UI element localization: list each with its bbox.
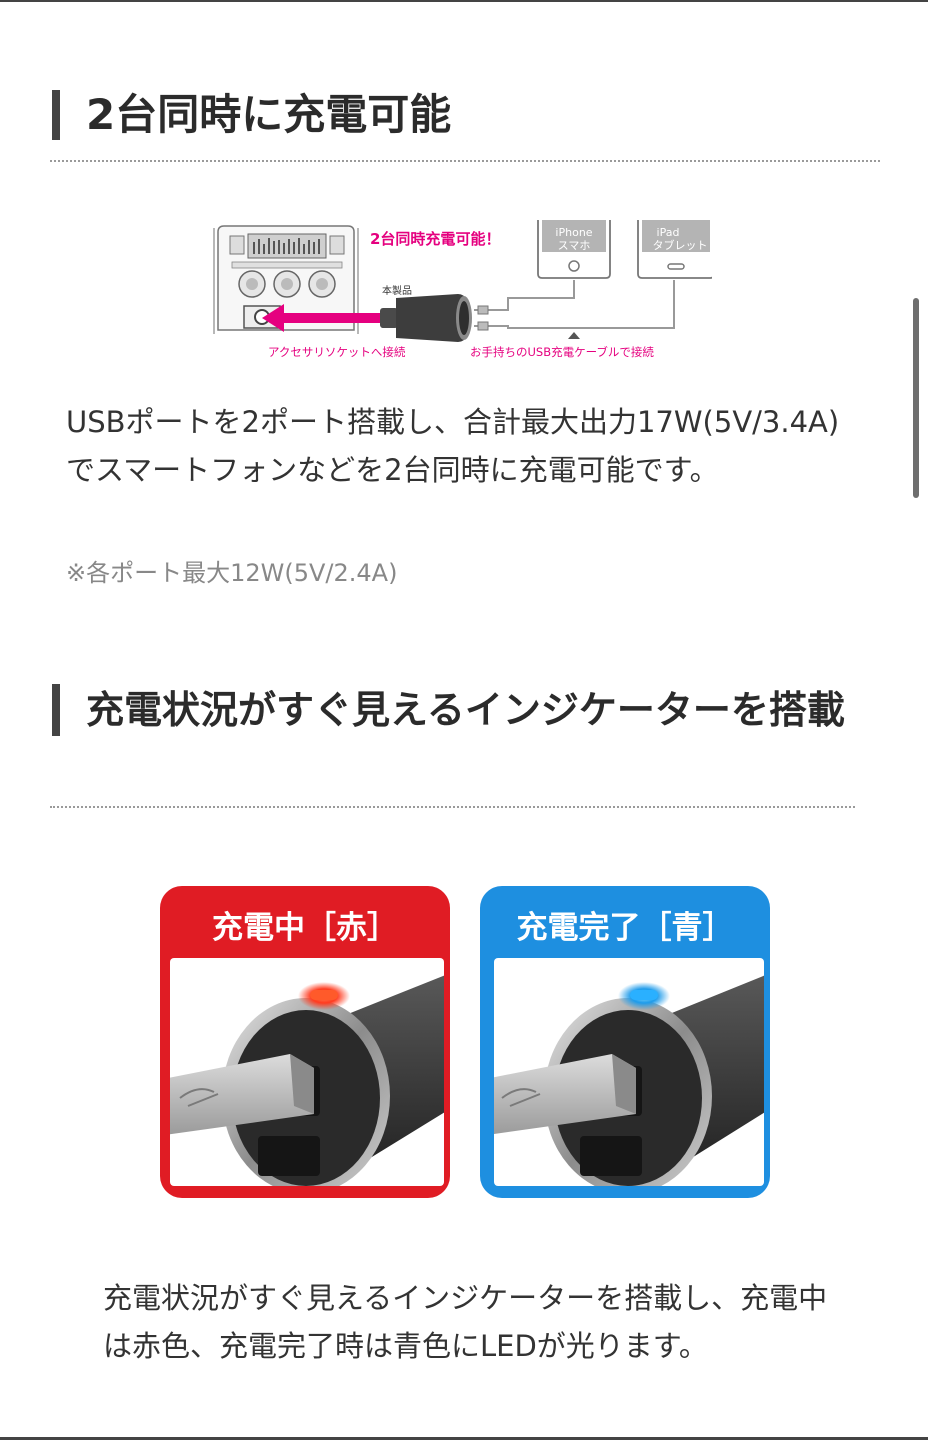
diagram-product-label: 本製品 xyxy=(382,284,412,297)
usb-plug-2 xyxy=(477,321,489,331)
device2-label-line2: タブレット xyxy=(653,238,708,252)
device-phone xyxy=(537,220,611,279)
panel-complete-label: 充電完了［青］ xyxy=(517,910,734,946)
cable-caption: お手持ちのUSB充電ケーブルで接続 xyxy=(470,345,654,359)
panel-charging-label: 充電中［赤］ xyxy=(212,910,398,946)
section-title-dual-charging: 2台同時に充電可能 xyxy=(52,90,451,140)
dual-charging-diagram: 2台同時充電可能！ 本製品 iPhone スマホ iPad タブレット アクセサ… xyxy=(213,220,712,359)
usb-plug-1 xyxy=(477,305,489,315)
dual-charging-description: USBポートを2ポート搭載し、合計最大出力17W(5V/3.4A)でスマートフォ… xyxy=(66,405,840,487)
panel-complete-blue xyxy=(480,886,770,1198)
device-tablet xyxy=(637,220,712,279)
bottom-edge-rule xyxy=(0,1437,928,1440)
panel-charging-red xyxy=(160,886,450,1198)
diagram-headline: 2台同時充電可能！ xyxy=(370,230,500,248)
socket-caption: アクセサリソケットへ接続 xyxy=(268,345,406,359)
top-edge-rule xyxy=(0,0,928,2)
section-divider xyxy=(50,160,880,162)
product-car-charger xyxy=(380,294,472,342)
section-title-indicator: 充電状況がすぐ見えるインジケーターを搭載 xyxy=(52,684,856,736)
device1-label-line2: スマホ xyxy=(558,239,591,252)
section-divider xyxy=(50,806,855,808)
connect-arrow xyxy=(262,304,382,332)
led-indicator-illustration: 充電中［赤］ 充電完了［青］ xyxy=(160,886,770,1198)
per-port-output-note: ※各ポート最大12W(5V/2.4A) xyxy=(66,559,398,587)
car-dashboard-illustration xyxy=(213,225,359,334)
usb-cables xyxy=(474,280,675,329)
scrollbar-thumb[interactable] xyxy=(913,298,919,498)
device2-label-line1: iPad xyxy=(657,226,680,239)
indicator-description: 充電状況がすぐ見えるインジケーターを搭載し、充電中は赤色、充電完了時は青色にLE… xyxy=(103,1281,828,1363)
device1-label-line1: iPhone xyxy=(555,226,592,239)
caption-pointer-icon xyxy=(568,332,580,339)
